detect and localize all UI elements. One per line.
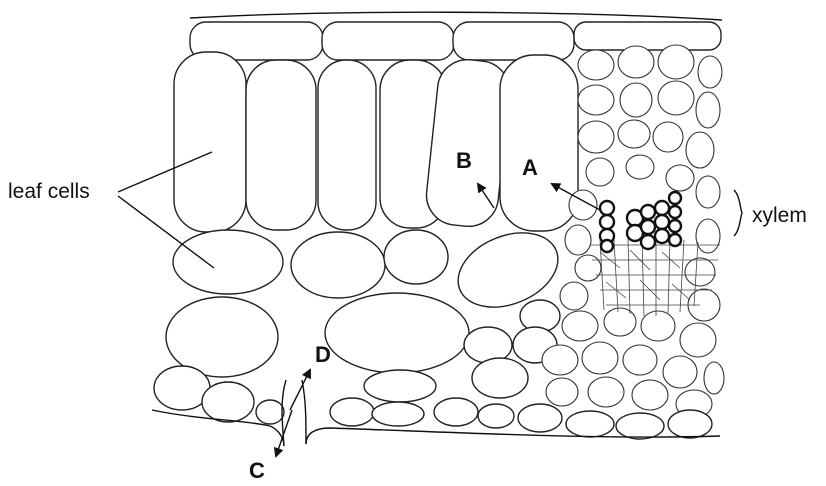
spongy-mesophyll-cells [166,219,569,398]
xylem-label: xylem [752,204,807,227]
stoma-guard-cell-right [302,380,306,444]
leaf-cells-label: leaf cells [8,180,90,203]
label-d: D [315,342,331,367]
lower-epidermis-cells [154,366,712,439]
label-c: C [249,458,265,481]
label-a: A [522,155,538,180]
palisade-cells [174,52,578,232]
upper-epidermis-surface [190,12,722,20]
label-b: B [456,148,472,173]
xylem-vessels [600,192,681,252]
arrow-d [290,370,310,410]
xylem-bracket [734,190,742,236]
